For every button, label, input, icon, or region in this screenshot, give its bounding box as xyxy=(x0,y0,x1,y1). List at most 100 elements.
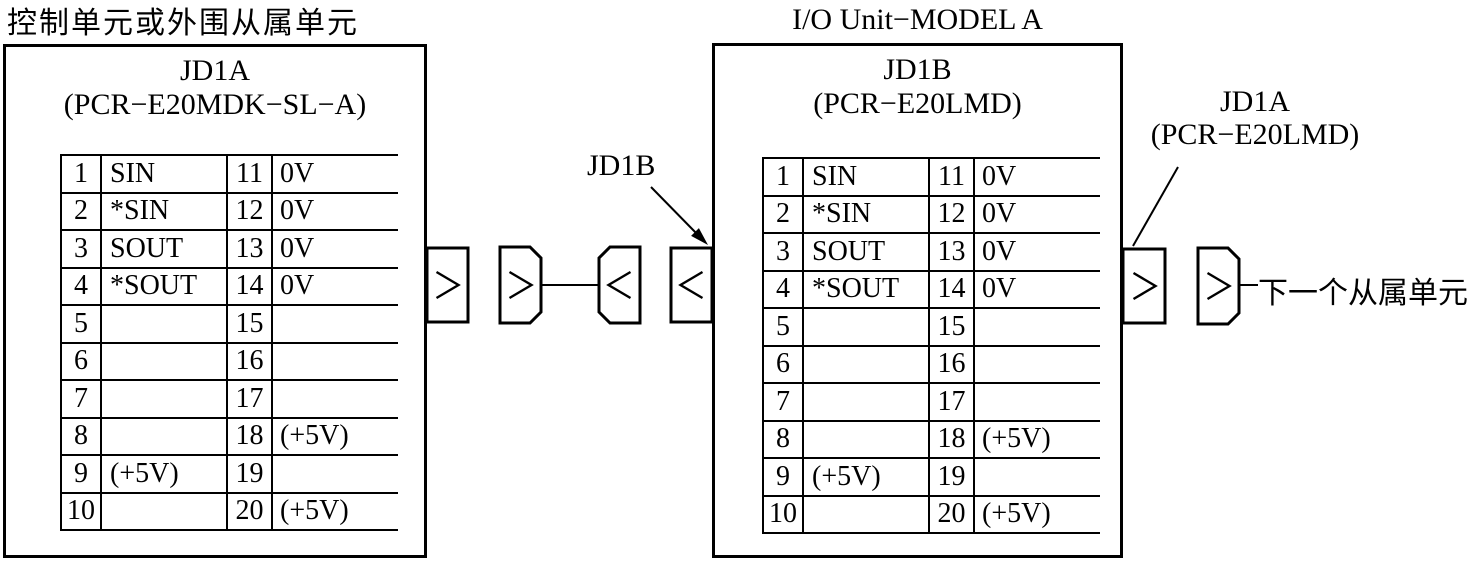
pin-number: 10 xyxy=(60,492,102,531)
pin-number: 7 xyxy=(762,383,804,422)
jd1a-output-name: JD1A xyxy=(1219,85,1290,118)
pin-number: 6 xyxy=(60,342,102,381)
next-unit-plug xyxy=(1196,246,1241,326)
pin-number: 12 xyxy=(929,195,975,234)
pin-number: 18 xyxy=(227,417,273,456)
pin-row: 7 17 xyxy=(762,383,1100,422)
signal-name xyxy=(974,383,1100,422)
pin-row: 5 15 xyxy=(762,308,1100,347)
pin-number: 6 xyxy=(762,345,804,384)
pin-number: 9 xyxy=(762,458,804,497)
left-connector-header: JD1A (PCR−E20MDK−SL−A) xyxy=(6,54,424,122)
pin-number: 13 xyxy=(929,233,975,272)
signal-name: 0V xyxy=(974,195,1100,234)
pin-number: 19 xyxy=(929,458,975,497)
signal-name xyxy=(101,305,228,344)
cable-plug-right xyxy=(597,245,642,325)
signal-name xyxy=(101,380,228,419)
signal-name: 0V xyxy=(272,267,398,306)
left-unit-title: 控制单元或外围从属单元 xyxy=(7,7,359,40)
chevron-right-icon xyxy=(1132,271,1158,301)
jd1a-output-model: (PCR−E20LMD) xyxy=(1150,118,1360,151)
signal-name xyxy=(272,342,398,381)
signal-name: *SOUT xyxy=(803,270,930,309)
pin-number: 8 xyxy=(60,417,102,456)
jd1b-socket xyxy=(669,246,714,324)
pin-number: 13 xyxy=(227,230,273,269)
pin-number: 3 xyxy=(762,233,804,272)
pin-number: 5 xyxy=(762,308,804,347)
pin-number: 3 xyxy=(60,230,102,269)
signal-name xyxy=(101,492,228,531)
signal-name: SIN xyxy=(803,157,930,197)
jd1b-pointer-arrow xyxy=(650,186,708,245)
signal-name xyxy=(101,417,228,456)
next-unit-label: 下一个从属单元 xyxy=(1258,277,1468,310)
left-connector-name: JD1A xyxy=(179,54,250,87)
signal-name xyxy=(101,342,228,381)
signal-name: 0V xyxy=(272,230,398,269)
pin-row: 9(+5V)19 xyxy=(60,455,398,494)
jd1a-socket xyxy=(425,246,470,324)
pin-number: 4 xyxy=(60,267,102,306)
signal-name xyxy=(803,495,930,534)
pin-row: 6 16 xyxy=(762,345,1100,384)
pin-row: 9(+5V)19 xyxy=(762,458,1100,497)
pin-number: 16 xyxy=(929,345,975,384)
pin-number: 1 xyxy=(60,154,102,194)
signal-name xyxy=(803,383,930,422)
signal-name: SIN xyxy=(101,154,228,194)
pin-number: 17 xyxy=(227,380,273,419)
pin-number: 20 xyxy=(929,495,975,534)
signal-name: (+5V) xyxy=(974,420,1100,459)
pin-number: 20 xyxy=(227,492,273,531)
signal-name xyxy=(803,345,930,384)
pin-row: 10 20(+5V) xyxy=(60,492,398,531)
pin-number: 17 xyxy=(929,383,975,422)
jd1a-output-socket xyxy=(1121,247,1167,325)
pin-number: 11 xyxy=(929,157,975,197)
signal-name xyxy=(272,380,398,419)
signal-name xyxy=(974,345,1100,384)
jd1a-pointer-line xyxy=(1132,166,1179,247)
signal-name xyxy=(272,305,398,344)
pin-number: 14 xyxy=(929,270,975,309)
chevron-left-icon xyxy=(606,270,632,300)
pin-number: 12 xyxy=(227,192,273,231)
signal-name xyxy=(272,455,398,494)
pin-number: 10 xyxy=(762,495,804,534)
pin-number: 19 xyxy=(227,455,273,494)
chevron-left-icon xyxy=(678,270,704,300)
signal-name: (+5V) xyxy=(272,492,398,531)
signal-name: *SIN xyxy=(101,192,228,231)
pin-number: 2 xyxy=(60,192,102,231)
right-connector-model: (PCR−E20LMD) xyxy=(813,87,1022,120)
signal-name: *SIN xyxy=(803,195,930,234)
signal-name: 0V xyxy=(974,270,1100,309)
pin-number: 15 xyxy=(929,308,975,347)
chevron-right-icon xyxy=(1206,271,1232,301)
jd1b-callout-label: JD1B xyxy=(587,149,656,182)
signal-name xyxy=(803,420,930,459)
pin-number: 4 xyxy=(762,270,804,309)
left-connector-model: (PCR−E20MDK−SL−A) xyxy=(63,88,367,121)
pin-number: 7 xyxy=(60,380,102,419)
right-unit-title: I/O Unit−MODEL A xyxy=(792,3,1043,36)
signal-name xyxy=(974,308,1100,347)
pin-number: 14 xyxy=(227,267,273,306)
